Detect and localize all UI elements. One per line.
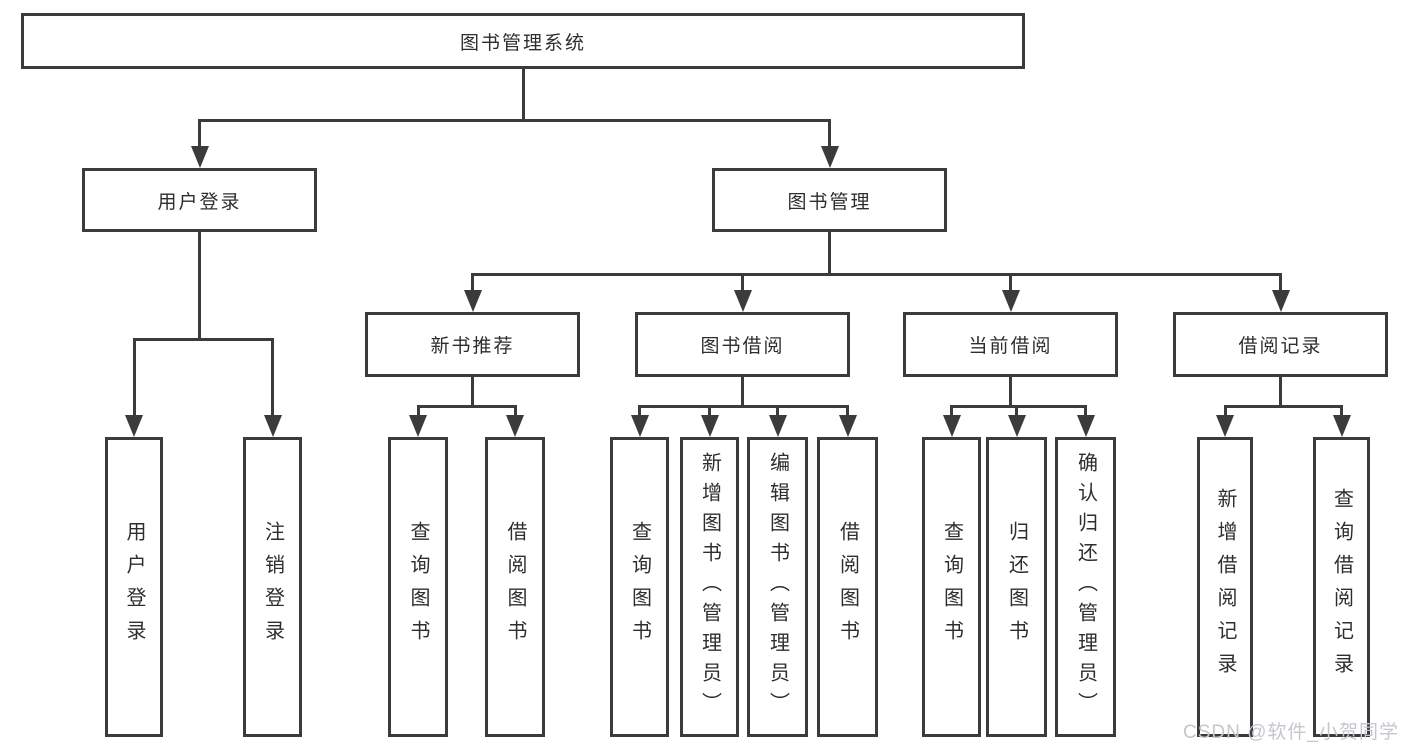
connector-line	[1084, 405, 1087, 417]
node-cb-query: 查询图书	[922, 437, 981, 737]
node-label: 确认归还（管理员）	[1074, 452, 1097, 722]
arrowhead-down-icon	[820, 146, 839, 168]
connector-line	[776, 405, 779, 417]
arrowhead-down-icon	[1332, 415, 1351, 437]
arrowhead-down-icon	[733, 290, 752, 312]
connector-line	[950, 405, 1087, 408]
connector-line	[708, 405, 711, 417]
node-label: 查询图书	[628, 521, 651, 653]
node-v-logout: 注销登录	[243, 437, 302, 737]
arrowhead-down-icon	[1076, 415, 1095, 437]
connector-line	[513, 405, 517, 417]
node-records: 借阅记录	[1173, 312, 1388, 377]
connector-line	[1340, 405, 1343, 417]
node-label: 图书借阅	[700, 336, 785, 357]
arrowhead-down-icon	[1007, 415, 1026, 437]
arrowhead-down-icon	[125, 415, 143, 437]
connector-line	[950, 405, 953, 417]
connector-line	[198, 119, 201, 148]
node-label: 新书推荐	[430, 336, 515, 357]
arrowhead-down-icon	[700, 415, 719, 437]
connector-line	[1223, 405, 1227, 417]
arrowhead-down-icon	[768, 415, 787, 437]
node-label: 新增图书（管理员）	[698, 452, 721, 722]
arrowhead-down-icon	[409, 415, 427, 437]
connector-line	[1009, 377, 1012, 408]
connector-line	[471, 273, 474, 292]
node-label: 用户登录	[123, 521, 145, 653]
arrowhead-down-icon	[1216, 415, 1234, 437]
node-root: 图书管理系统	[21, 13, 1025, 69]
node-current: 当前借阅	[903, 312, 1118, 377]
node-mgmt: 图书管理	[712, 168, 947, 232]
node-nb-borrow: 借阅图书	[485, 437, 545, 737]
connector-line	[132, 338, 136, 417]
connector-line	[521, 69, 525, 122]
connector-line	[198, 232, 201, 341]
node-label: 借阅图书	[504, 521, 526, 653]
connector-line	[1279, 377, 1282, 408]
connector-line	[638, 405, 849, 408]
connector-line	[471, 273, 1282, 276]
connector-line	[132, 338, 274, 341]
connector-line	[741, 273, 744, 292]
node-label: 图书管理系统	[459, 32, 586, 54]
arrowhead-down-icon	[463, 290, 482, 312]
arrowhead-down-icon	[506, 415, 524, 437]
node-r-query: 查询借阅记录	[1313, 437, 1370, 737]
connector-line	[1279, 273, 1282, 292]
connector-line	[828, 232, 831, 276]
node-label: 当前借阅	[968, 336, 1053, 357]
connector-line	[1015, 405, 1018, 417]
connector-line	[846, 405, 849, 417]
node-borrow: 图书借阅	[635, 312, 850, 377]
node-label: 查询图书	[940, 521, 963, 653]
watermark: CSDN @软件_小贺同学	[1183, 722, 1399, 743]
arrowhead-down-icon	[190, 146, 209, 168]
node-label: 借阅图书	[836, 521, 859, 653]
arrowhead-down-icon	[1001, 290, 1020, 312]
arrowhead-down-icon	[1271, 290, 1290, 312]
node-label: 新增借阅记录	[1214, 488, 1236, 686]
arrowhead-down-icon	[838, 415, 857, 437]
node-cb-return: 归还图书	[986, 437, 1047, 737]
connector-line	[198, 119, 831, 122]
connector-line	[828, 119, 831, 148]
arrowhead-down-icon	[263, 415, 282, 437]
node-label: 用户登录	[157, 191, 242, 213]
node-v-login: 用户登录	[105, 437, 163, 737]
node-r-add: 新增借阅记录	[1197, 437, 1253, 737]
node-bb-edit: 编辑图书（管理员）	[747, 437, 808, 737]
node-bb-add: 新增图书（管理员）	[680, 437, 739, 737]
connector-line	[638, 405, 641, 417]
node-label: 查询图书	[407, 521, 429, 653]
connector-line	[416, 405, 420, 417]
connector-line	[271, 338, 274, 417]
arrowhead-down-icon	[630, 415, 649, 437]
node-label: 注销登录	[261, 521, 284, 653]
node-nb-query: 查询图书	[388, 437, 448, 737]
connector-line	[471, 377, 474, 408]
connector-line	[1009, 273, 1012, 292]
node-label: 图书管理	[787, 191, 872, 213]
node-login: 用户登录	[82, 168, 317, 232]
node-label: 借阅记录	[1238, 336, 1323, 357]
connector-line	[1223, 405, 1343, 408]
node-bb-query: 查询图书	[610, 437, 669, 737]
node-label: 查询借阅记录	[1330, 488, 1353, 686]
node-newbook: 新书推荐	[365, 312, 580, 377]
arrowhead-down-icon	[942, 415, 961, 437]
connector-line	[416, 405, 517, 408]
connector-line	[741, 377, 744, 408]
node-label: 归还图书	[1005, 521, 1028, 653]
node-label: 编辑图书（管理员）	[766, 452, 789, 722]
node-bb-borrow: 借阅图书	[817, 437, 878, 737]
node-cb-confirm: 确认归还（管理员）	[1055, 437, 1116, 737]
